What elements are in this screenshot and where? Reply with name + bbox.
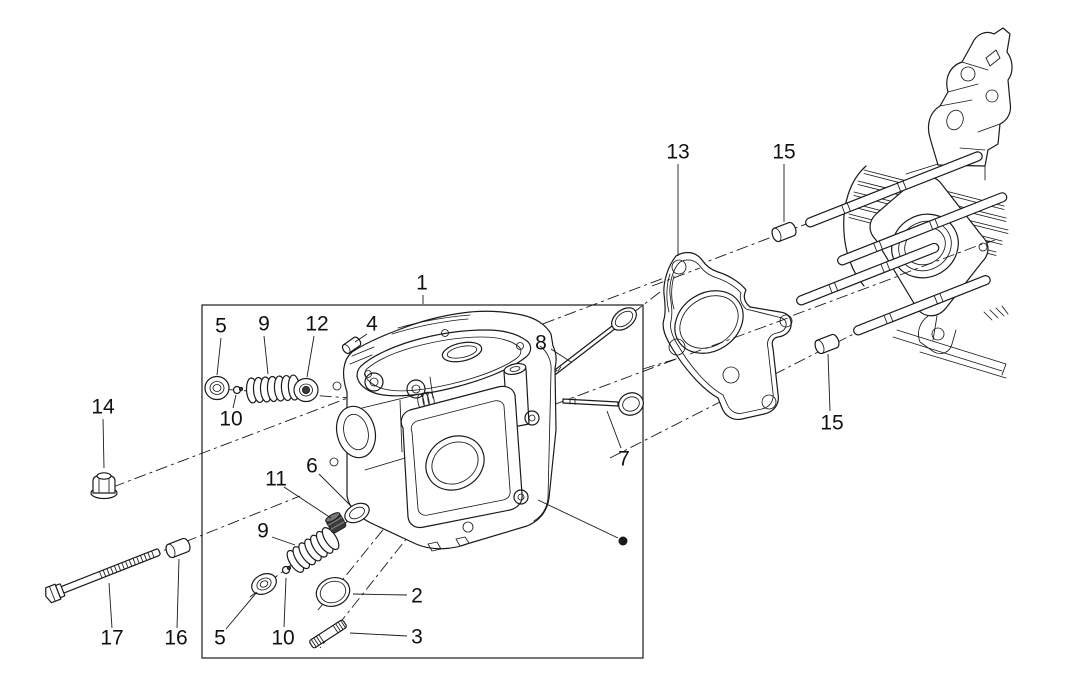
- cylinder-head: [329, 310, 557, 552]
- gasket-holes: [666, 259, 793, 410]
- head-interior: [361, 372, 435, 471]
- callout-7-leader: [606, 410, 622, 449]
- callout-2-leader: [352, 593, 408, 596]
- callout-14-leader: [102, 418, 105, 469]
- callout-6: 6: [306, 455, 318, 478]
- engine-block-lower-bracket: [892, 305, 1009, 379]
- callout-11-leader: [283, 486, 332, 519]
- callout-10: 10: [219, 408, 242, 431]
- valve-cotter-upper: [232, 385, 244, 395]
- head-gasket: [651, 251, 793, 421]
- dowel-pin-15-upper: [769, 220, 799, 244]
- callout-9-leader: [263, 335, 269, 375]
- callout-17-leader: [108, 582, 113, 629]
- cylinder-studs: [796, 151, 1008, 336]
- callout-5-leader: [216, 337, 222, 376]
- intake-valve: [562, 392, 644, 416]
- spring-seat: [344, 502, 370, 524]
- callout-16-leader: [176, 558, 180, 629]
- callout-12-leader: [306, 335, 315, 378]
- valve-spring-upper: [245, 374, 301, 404]
- combustion-face: [400, 385, 523, 529]
- engine-block-casting-detail: [905, 49, 1001, 181]
- flange-nut: [90, 472, 118, 500]
- callout-8: 8: [535, 332, 547, 355]
- callout-3: 3: [411, 626, 423, 649]
- callout-5: 5: [214, 627, 226, 650]
- callout-1: 1: [416, 272, 428, 295]
- callout-10-leader: [283, 577, 287, 628]
- callout-8-leader: [550, 348, 572, 363]
- callout-9: 9: [258, 313, 270, 336]
- callout-9: 9: [257, 520, 269, 543]
- callout-10-leader: [232, 394, 237, 409]
- callout-12: 12: [305, 313, 328, 336]
- callout-5: 5: [215, 315, 227, 338]
- detail-box-border: [201, 304, 644, 659]
- callout-14: 14: [91, 396, 115, 419]
- callout-10: 10: [271, 627, 294, 650]
- callout-7: 7: [618, 448, 630, 471]
- callout-5-leader: [225, 591, 258, 630]
- o-ring: [315, 577, 351, 607]
- valve-spring-lower: [286, 527, 340, 573]
- valve-spring-washer-lower: [251, 573, 277, 595]
- engine-block: [796, 27, 1013, 379]
- callout-6-leader: [318, 473, 352, 507]
- head-bolt: [45, 548, 161, 604]
- callout-4-leader: [354, 333, 368, 343]
- reference-dot: [618, 536, 628, 546]
- dowel-pin-16: [163, 536, 193, 560]
- callout-11: 11: [265, 468, 287, 491]
- head-bottom-tabs: [427, 521, 474, 552]
- callout-17: 17: [100, 627, 123, 650]
- rocker-cover-face: [356, 329, 532, 397]
- spring-retainer: [293, 377, 319, 403]
- valve-spring-washer-upper: [204, 375, 230, 401]
- callout-2: 2: [411, 585, 423, 608]
- callout-9-leader: [271, 536, 296, 546]
- head-right-flange: [513, 345, 552, 522]
- reference-dot-leader: [537, 499, 619, 539]
- head-port-bore: [329, 381, 377, 467]
- dowel-pin-15-lower: [812, 332, 842, 356]
- callout-4: 4: [366, 313, 378, 336]
- exhaust-valve: [547, 307, 637, 380]
- callout-13: 13: [666, 141, 689, 164]
- callout-3-leader: [349, 632, 408, 637]
- head-fins: [349, 314, 471, 365]
- callout-15: 15: [820, 412, 843, 435]
- stud-bolt: [309, 619, 347, 649]
- valve-stem-seal: [325, 512, 347, 534]
- callout-16: 16: [164, 627, 187, 650]
- valve-cotter-lower: [281, 565, 292, 575]
- callout-15-leader: [827, 353, 831, 412]
- callout-15: 15: [772, 141, 795, 164]
